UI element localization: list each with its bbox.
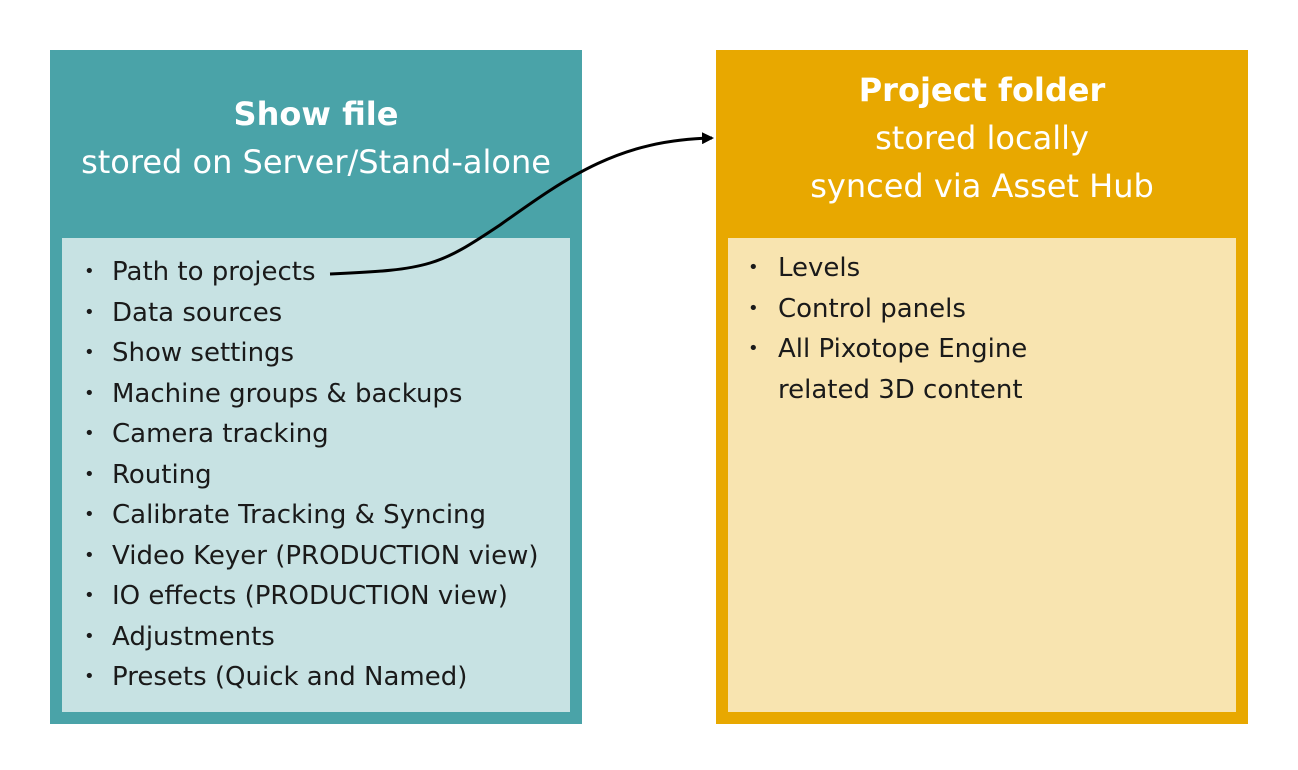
show-file-list: •Path to projects •Data sources •Show se… <box>62 252 570 698</box>
show-file-header: Show file stored on Server/Stand-alone <box>50 90 582 186</box>
list-item: •Control panels <box>748 293 966 324</box>
show-file-title: Show file <box>233 95 399 133</box>
list-item: •Calibrate Tracking & Syncing <box>84 500 487 530</box>
list-item: •Video Keyer (PRODUCTION view) <box>84 540 539 571</box>
project-folder-header: Project folder stored locally synced via… <box>716 66 1248 210</box>
show-file-box: Show file stored on Server/Stand-alone •… <box>50 50 582 724</box>
show-file-content: •Path to projects •Data sources •Show se… <box>62 238 570 712</box>
list-item: •Camera tracking <box>84 419 329 449</box>
project-folder-subtitle-1: stored locally <box>875 119 1089 157</box>
project-folder-subtitle-2: synced via Asset Hub <box>810 167 1154 205</box>
project-folder-content: •Levels •Control panels •All Pixotope En… <box>728 238 1236 712</box>
list-item: •Routing <box>84 459 212 490</box>
list-item: •Levels <box>748 253 861 283</box>
show-file-subtitle: stored on Server/Stand-alone <box>81 143 551 181</box>
project-folder-list: •Levels •Control panels •All Pixotope En… <box>728 248 1236 410</box>
list-item: •Adjustments <box>84 621 275 652</box>
project-folder-box: Project folder stored locally synced via… <box>716 50 1248 724</box>
list-item: •IO effects (PRODUCTION view) <box>84 581 508 611</box>
list-item: •All Pixotope Engine related 3D content <box>748 334 1028 405</box>
list-item: •Presets (Quick and Named) <box>84 662 468 692</box>
list-item: •Machine groups & backups <box>84 378 463 409</box>
list-item: •Path to projects <box>84 257 316 287</box>
list-item: •Data sources <box>84 297 283 328</box>
list-item: •Show settings <box>84 338 295 368</box>
project-folder-title: Project folder <box>858 71 1106 109</box>
